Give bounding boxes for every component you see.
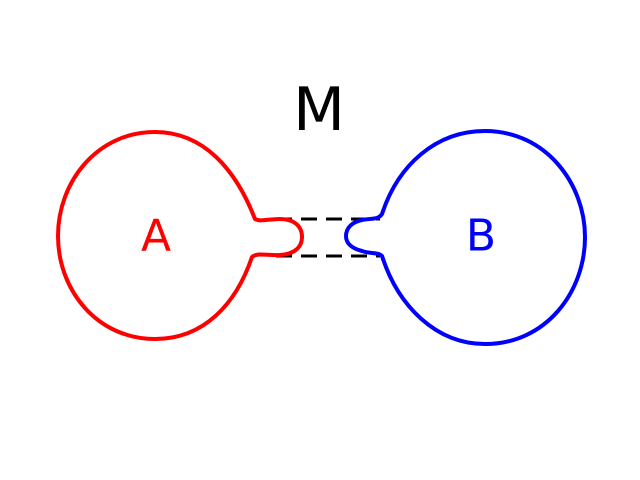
region-b-outline: [344, 129, 587, 346]
region-a-outline: [56, 130, 304, 341]
region-a: A: [56, 130, 304, 341]
diagram-title: M: [293, 75, 345, 145]
region-b: B: [344, 129, 587, 346]
region-a-label: A: [141, 211, 171, 262]
region-b-label: B: [466, 211, 496, 262]
